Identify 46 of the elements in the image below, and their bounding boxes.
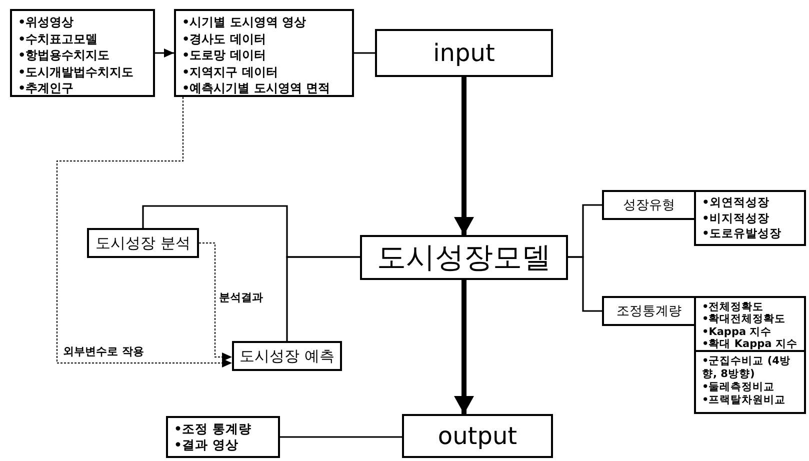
list-item: •전체정확도 xyxy=(702,301,765,314)
list-item: •확대전체정확도 xyxy=(702,313,787,326)
list-item: •둘레측정비교 xyxy=(702,381,776,394)
list-item: •지역지구 데이터 xyxy=(182,64,279,80)
list-box xyxy=(694,296,806,352)
list-item: •항법용수치지도 xyxy=(18,47,111,64)
process-box: output xyxy=(402,414,553,458)
list-item: •추계인구 xyxy=(18,80,75,96)
list-box xyxy=(10,9,155,97)
list-box xyxy=(694,190,806,246)
list-item: •도로망 데이터 xyxy=(182,47,267,64)
list-item: •예측시기별 도시영역 면적 xyxy=(182,80,332,96)
category-box: 조정통계량 xyxy=(602,296,696,326)
list-item: •시기별 도시영역 영상 xyxy=(182,14,308,30)
list-box xyxy=(166,416,280,458)
arrow xyxy=(155,48,174,58)
edge-label: 분석결과 xyxy=(218,290,264,305)
process-box: input xyxy=(375,29,553,77)
list-item: •도시개발법수치지도 xyxy=(18,64,135,80)
list-item: •조정 통계량 xyxy=(174,421,252,437)
list-item: •외연적성장 xyxy=(702,195,770,210)
arrow xyxy=(454,280,474,414)
arrow xyxy=(454,77,474,235)
category-box: 성장유형 xyxy=(602,190,696,220)
list-item: •위성영상 xyxy=(18,14,75,30)
connector-line xyxy=(354,52,375,54)
edge-label: 외부변수로 작용 xyxy=(62,344,145,359)
list-item: •결과 영상 xyxy=(174,437,240,453)
arrow xyxy=(56,96,232,368)
list-item: •비지적성장 xyxy=(702,210,770,226)
list-item: •Kappa 지수 xyxy=(702,326,773,338)
list-item: •군집수비교 (4방향, 8방향) xyxy=(702,355,792,381)
list-item: •도로유발성장 xyxy=(702,226,782,242)
connector-line xyxy=(280,436,402,438)
list-item: •수치표고모델 xyxy=(18,30,99,47)
connector-line xyxy=(568,256,602,312)
model-box: 도시성장모델 xyxy=(360,235,568,280)
list-box xyxy=(174,9,354,97)
connector-line xyxy=(286,256,360,341)
list-item: •경사도 데이터 xyxy=(182,30,267,47)
list-box xyxy=(694,350,806,414)
process-box: 도시성장 분석 xyxy=(87,228,199,258)
process-box: 도시성장 예측 xyxy=(232,341,342,371)
list-item: •확대 Kappa 지수 xyxy=(702,338,798,351)
list-item: •프랙탈차원비교 xyxy=(702,394,787,407)
arrow xyxy=(198,242,232,362)
